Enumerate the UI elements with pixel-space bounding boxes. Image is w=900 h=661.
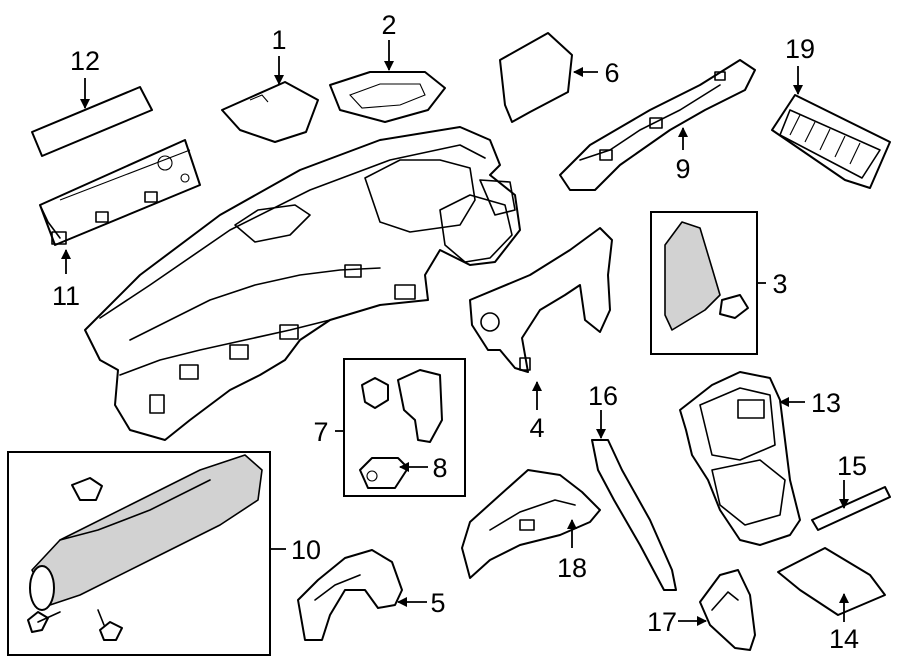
callout-15: 15 xyxy=(837,451,867,481)
part-15-trim-strip xyxy=(811,486,891,531)
part-4-side-bracket xyxy=(469,227,613,373)
part-18-bracket xyxy=(461,469,601,579)
part-10-glove-box xyxy=(27,454,263,641)
callout-16: 16 xyxy=(588,381,618,411)
part-14-pad xyxy=(777,547,886,616)
part-16-side-strip xyxy=(591,439,677,591)
callout-19: 19 xyxy=(785,34,815,64)
callout-11: 11 xyxy=(52,281,80,311)
callout-5: 5 xyxy=(430,588,445,618)
callout-18: 18 xyxy=(557,553,587,583)
part-19-air-vent xyxy=(771,94,891,189)
callout-9: 9 xyxy=(675,154,690,184)
callout-labels: 1 2 3 4 5 6 7 8 9 10 11 12 13 14 15 16 1… xyxy=(52,10,867,654)
callout-10: 10 xyxy=(291,535,321,565)
part-3-trim-panel xyxy=(664,221,749,331)
callout-4: 4 xyxy=(529,413,544,443)
part-5-bracket xyxy=(297,549,403,641)
leader-lines xyxy=(61,40,849,626)
callout-17: 17 xyxy=(647,607,677,637)
callout-7: 7 xyxy=(313,417,328,447)
part-7-clip-assembly xyxy=(359,369,443,489)
main-instrument-panel xyxy=(84,126,521,441)
part-17-bezel xyxy=(699,569,756,651)
callout-2: 2 xyxy=(381,10,396,40)
callout-12: 12 xyxy=(70,46,100,76)
part-9-crosscar-beam xyxy=(559,59,756,191)
callout-1: 1 xyxy=(271,25,286,55)
part-11-bracket xyxy=(39,139,201,246)
box-part-10 xyxy=(7,451,271,656)
part-1-grille-cover xyxy=(221,81,319,143)
part-13-center-console xyxy=(679,371,801,546)
callout-8: 8 xyxy=(432,453,447,483)
part-12-cover-strip xyxy=(31,86,153,157)
part-6-lid xyxy=(499,32,573,123)
callout-6: 6 xyxy=(604,58,619,88)
box-part-7 xyxy=(343,358,466,497)
callout-3: 3 xyxy=(772,269,787,299)
callout-14: 14 xyxy=(829,624,859,654)
part-2-trim-panel xyxy=(329,71,446,123)
callout-13: 13 xyxy=(811,388,841,418)
